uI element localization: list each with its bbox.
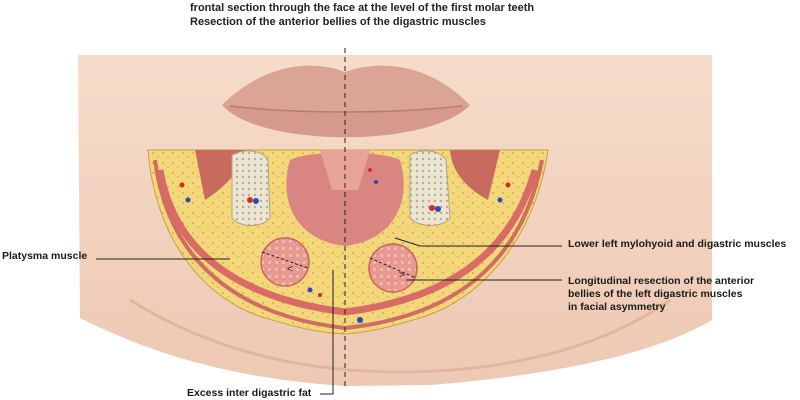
label-resection-line-1: Longitudinal resection of the anterior — [568, 275, 755, 287]
svg-text:>: > — [399, 270, 405, 281]
left-tooth — [231, 150, 271, 226]
leader-mylohyoid — [394, 237, 562, 247]
left-digastric-belly — [260, 237, 310, 287]
vessels — [179, 168, 511, 323]
title-line-1: frontal section through the face at the … — [190, 2, 535, 14]
leader-lines — [96, 237, 562, 395]
label-fat: Excess inter digastric fat — [187, 387, 312, 399]
label-platysma: Platysma muscle — [2, 250, 88, 262]
label-resection-line-3: in facial asymmetry — [568, 301, 666, 313]
chin-shadow — [129, 298, 671, 374]
leader-fat — [320, 270, 334, 395]
label-resection-line-2: bellies of the left digastric muscles — [568, 288, 743, 300]
label-mylohyoid: Lower left mylohyoid and digastric muscl… — [568, 238, 787, 250]
lips — [222, 65, 470, 138]
label-resection: Longitudinal resection of the anterior b… — [568, 275, 754, 314]
tongue — [286, 152, 404, 246]
right-cheek-muscle — [450, 150, 500, 200]
svg-text:<: < — [287, 264, 293, 275]
title-line-2: Resection of the anterior bellies of the… — [190, 16, 486, 28]
right-tooth — [409, 150, 451, 226]
